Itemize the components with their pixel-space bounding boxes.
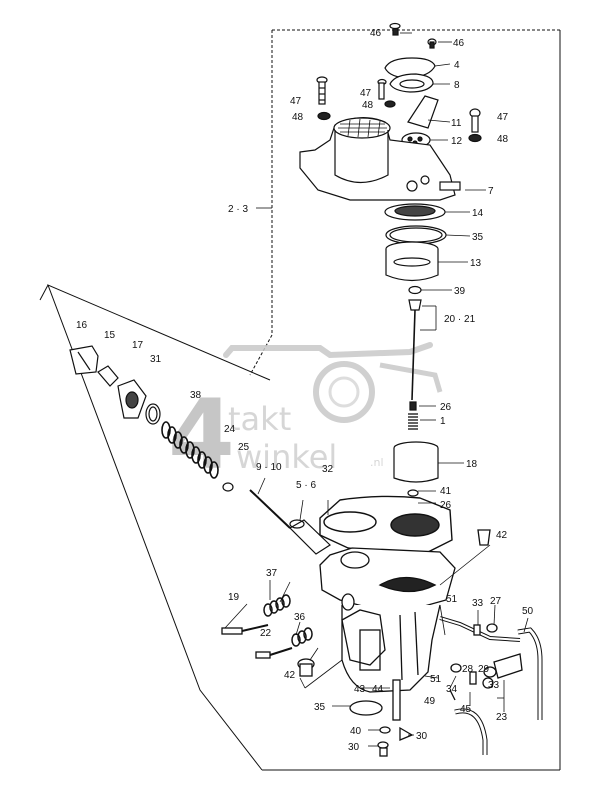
- label-16: 16: [76, 320, 88, 331]
- label-1: 1: [440, 416, 446, 427]
- label-44: 44: [372, 684, 384, 695]
- watermark-logo: 4 takt winkel .nl: [168, 342, 443, 491]
- label-12: 12: [451, 136, 463, 147]
- label-11: 11: [451, 118, 462, 129]
- label-51b: 51: [430, 674, 442, 685]
- gasket-32: [319, 495, 453, 553]
- label-30a: 30: [348, 742, 360, 753]
- label-36: 36: [294, 612, 306, 623]
- label-47c: 47: [497, 112, 509, 123]
- label-32: 32: [322, 464, 334, 475]
- label-26b: 26: [440, 500, 452, 511]
- adjust-screws-group: [221, 594, 313, 659]
- carb-main-body: [297, 529, 491, 693]
- label-25: 25: [238, 442, 250, 453]
- label-42b: 42: [284, 670, 296, 681]
- label-47b: 47: [360, 88, 372, 99]
- label-14: 14: [472, 208, 484, 219]
- label-17: 17: [132, 340, 144, 351]
- label-39: 39: [454, 286, 466, 297]
- label-28: 28: [462, 664, 474, 675]
- label-41: 41: [440, 486, 452, 497]
- label-42a: 42: [496, 530, 508, 541]
- label-45: 45: [460, 704, 472, 715]
- label-13: 13: [470, 258, 482, 269]
- label-48c: 48: [497, 134, 509, 145]
- label-37: 37: [266, 568, 278, 579]
- label-48a: 48: [362, 100, 374, 111]
- part-labels: 46 46 4 8 47 47 48 48 11 47 12 48 7 2 · …: [76, 28, 534, 753]
- top-cover-group: [299, 22, 482, 507]
- label-18: 18: [466, 459, 478, 470]
- label-47a: 47: [290, 96, 302, 107]
- leader-lines: [224, 32, 529, 747]
- label-48b: 48: [292, 112, 304, 123]
- right-fittings-group: [349, 616, 543, 757]
- label-19: 19: [228, 592, 240, 603]
- label-29: 29: [478, 664, 490, 675]
- label-27: 27: [490, 596, 502, 607]
- label-46a: 46: [370, 28, 382, 39]
- watermark-digit: 4: [168, 379, 235, 491]
- label-43: 43: [354, 684, 366, 695]
- label-30b: 30: [416, 731, 428, 742]
- label-35a: 35: [472, 232, 484, 243]
- label-7: 7: [488, 186, 494, 197]
- label-5-6: 5 · 6: [296, 480, 316, 491]
- label-49: 49: [424, 696, 436, 707]
- watermark-suffix: .nl: [370, 456, 384, 469]
- label-51a: 51: [446, 594, 458, 605]
- label-15: 15: [104, 330, 116, 341]
- watermark-line2: winkel: [236, 438, 337, 476]
- label-22: 22: [260, 628, 272, 639]
- label-8: 8: [454, 80, 460, 91]
- label-46b: 46: [453, 38, 465, 49]
- label-34: 34: [446, 684, 458, 695]
- label-20-21: 20 · 21: [444, 314, 476, 325]
- label-26a: 26: [440, 402, 452, 413]
- label-9-10: 9 · 10: [256, 462, 282, 473]
- label-33b: 33: [488, 680, 500, 691]
- label-33a: 33: [472, 598, 484, 609]
- label-2-3: 2 · 3: [228, 204, 248, 215]
- watermark-line1: takt: [228, 400, 291, 438]
- label-31: 31: [150, 354, 162, 365]
- label-38: 38: [190, 390, 202, 401]
- label-40: 40: [350, 726, 362, 737]
- label-23: 23: [496, 712, 508, 723]
- label-35b: 35: [314, 702, 326, 713]
- label-50: 50: [522, 606, 534, 617]
- label-24: 24: [224, 424, 236, 435]
- choke-group: [69, 345, 331, 555]
- label-4: 4: [454, 60, 460, 71]
- diagram-frame: [39, 29, 561, 771]
